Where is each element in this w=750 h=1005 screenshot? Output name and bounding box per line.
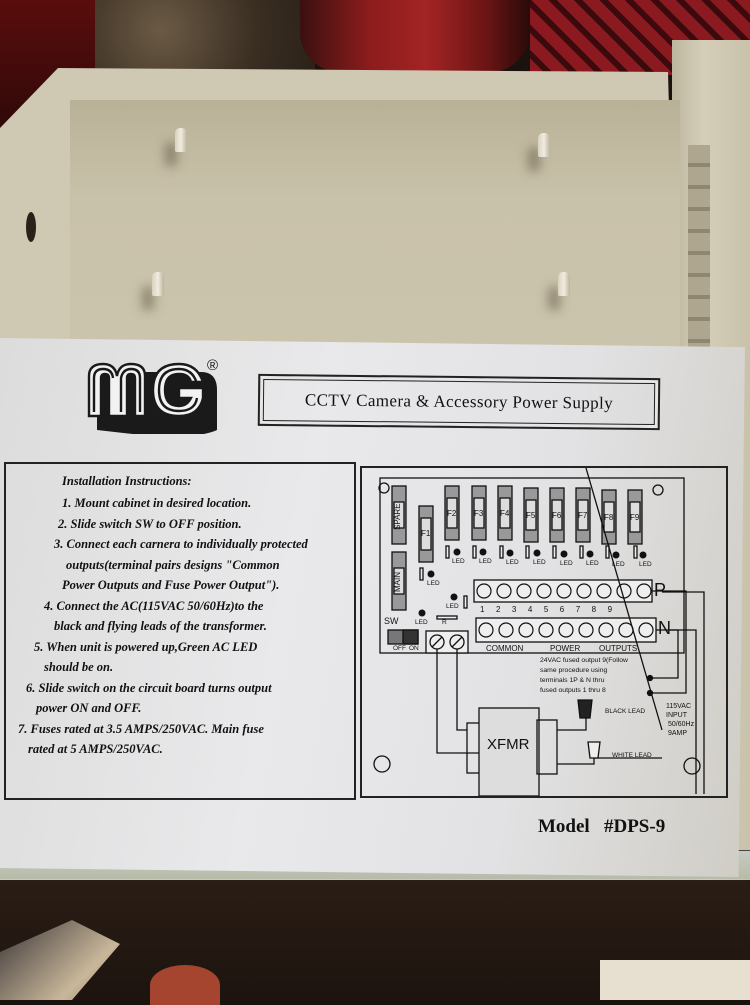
- instruction-line: should be on.: [44, 660, 114, 674]
- model-number: Model #DPS-9: [538, 816, 665, 838]
- fuse-label: F1: [421, 529, 431, 538]
- output-note: 24VAC fused output 9(Follow same procedu…: [540, 657, 628, 694]
- led-label: LED: [560, 560, 573, 567]
- instruction-line: 4. Connect the AC(115VAC 50/60Hz)to the: [44, 598, 264, 613]
- fuse-label: F2: [447, 509, 457, 518]
- cabinet-knockout-slot: [26, 212, 36, 242]
- instruction-line: outputs(terminal pairs designs "Common: [66, 557, 280, 572]
- mounting-post: [175, 128, 187, 152]
- product-title-text: CCTV Camera & Accessory Power Supply: [304, 390, 614, 413]
- wiring-diagram: SPARE MAIN F1 F2 F3 F4 F5 F6 F7 F8 F9 LE…: [360, 466, 728, 798]
- mounting-post: [558, 272, 570, 296]
- led-label: LED: [446, 603, 459, 610]
- terminal-numbers: 123456789: [480, 605, 624, 614]
- instruction-line: 2. Slide switch SW to OFF position.: [58, 516, 242, 531]
- model-label: Model: [538, 816, 590, 837]
- instruction-line: Power Outputs and Fuse Power Output").: [62, 578, 280, 592]
- fuse-label: F8: [604, 513, 614, 522]
- led-label: LED: [586, 560, 599, 567]
- mg-logo: ®: [87, 357, 218, 434]
- switch-off-label: OFF: [393, 645, 406, 652]
- led-label: LED: [479, 558, 492, 565]
- instruction-line: 7. Fuses rated at 3.5 AMPS/250VAC. Main …: [18, 721, 264, 736]
- instruction-line: power ON and OFF.: [36, 701, 142, 715]
- switch-label: SW: [384, 616, 399, 626]
- fuse-label: F6: [552, 511, 562, 520]
- common-label: COMMON: [486, 644, 524, 653]
- fuse-label: F9: [630, 513, 640, 522]
- power-label: POWER: [550, 644, 581, 653]
- fuse-label: F4: [500, 509, 510, 518]
- instructions-heading: Installation Instructions:: [62, 474, 192, 488]
- instruction-line: 1. Mount cabinet in desired location.: [62, 496, 252, 510]
- led-label: LED: [506, 559, 519, 566]
- fuse-label: F3: [474, 509, 484, 518]
- model-value: #DPS-9: [603, 816, 666, 837]
- mounting-post: [538, 133, 550, 157]
- black-lead-label: BLACK LEAD: [605, 708, 646, 715]
- bottom-object: [150, 965, 220, 1005]
- led-label: LED: [427, 580, 440, 587]
- red-jar: [300, 0, 530, 72]
- led-label: LED: [533, 559, 546, 566]
- led-label: LED: [415, 619, 428, 626]
- led-label: LED: [612, 561, 625, 568]
- product-title: CCTV Camera & Accessory Power Supply: [257, 373, 661, 431]
- instruction-line: 3. Connect each carnera to individually …: [54, 537, 308, 551]
- instruction-line: 5. When unit is powered up,Green AC LED: [34, 639, 258, 654]
- installation-instructions: Installation Instructions: 1. Mount cabi…: [4, 462, 356, 800]
- input-spec: 115VAC INPUT 50/60Hz 9AMP: [666, 703, 695, 737]
- transformer-label: XFMR: [487, 736, 530, 753]
- granite-counter: [95, 0, 315, 75]
- cabinet-back-wall: [70, 100, 680, 350]
- svg-text:®: ®: [207, 357, 218, 374]
- led-label: LED: [639, 561, 652, 568]
- instruction-line: rated at 5 AMPS/250VAC.: [28, 742, 163, 756]
- led-label: LED: [452, 558, 465, 565]
- instruction-line: 6. Slide switch on the circuit board tur…: [26, 680, 272, 695]
- fuse-label: F5: [526, 511, 536, 520]
- bottom-object: [600, 960, 750, 1000]
- p-row-label: P: [654, 580, 667, 600]
- resistor-label: R: [442, 619, 447, 626]
- mounting-post: [152, 272, 164, 296]
- main-fuse-label: MAIN: [393, 572, 402, 592]
- instruction-line: black and flying leads of the transforme…: [54, 619, 267, 633]
- fuse-label: F7: [578, 511, 588, 520]
- switch-on-label: ON: [409, 645, 419, 652]
- n-row-label: N: [658, 618, 671, 638]
- white-lead-label: WHITE LEAD: [612, 752, 652, 759]
- outputs-label: OUTPUTS: [599, 644, 638, 653]
- spare-fuse-label: SPARE: [393, 503, 402, 530]
- circuit-board-drawing: [373, 468, 705, 796]
